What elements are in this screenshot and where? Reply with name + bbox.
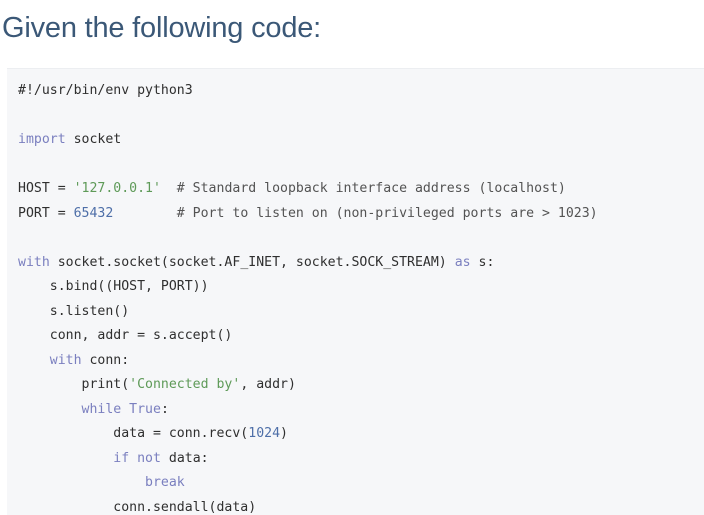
with-conn-target: conn: (81, 352, 130, 368)
if-condition: data: (160, 450, 209, 466)
with-keyword: with (18, 254, 50, 270)
code-line-blank (18, 153, 704, 178)
with-keyword: with (49, 352, 82, 368)
code-line-port: PORT = 65432 # Port to listen on (non-pr… (18, 202, 704, 227)
port-comment: # Port to listen on (non-privileged port… (113, 205, 598, 221)
indent (18, 353, 50, 368)
code-block: #!/usr/bin/env python3 import socket HOS… (7, 68, 704, 515)
code-line-with-conn: with conn: (18, 349, 704, 374)
print-call-start: print( (18, 377, 130, 392)
code-line-accept: conn, addr = s.accept() (18, 324, 704, 349)
code-line-while: while True: (18, 398, 704, 423)
code-line-sendall: conn.sendall(data) (18, 496, 704, 515)
listen-call: s.listen() (18, 303, 130, 319)
code-line-break: break (18, 471, 704, 496)
code-line-if: if not data: (18, 447, 704, 472)
if-keyword: if (113, 450, 130, 466)
shebang-text: #!/usr/bin/env python3 (18, 83, 193, 98)
indent (18, 475, 145, 490)
bind-call: s.bind((HOST, PORT)) (18, 279, 209, 294)
print-string: 'Connected by' (129, 377, 241, 392)
true-keyword: True (121, 401, 161, 417)
code-line-import: import socket (18, 128, 704, 153)
port-assign: PORT = (18, 205, 74, 221)
code-line-shebang: #!/usr/bin/env python3 (18, 79, 704, 104)
recv-call-end: ) (280, 426, 288, 441)
break-keyword: break (145, 475, 185, 490)
as-keyword: as (454, 254, 471, 270)
code-line-recv: data = conn.recv(1024) (18, 422, 704, 447)
code-line-listen: s.listen() (18, 300, 704, 325)
print-call-end: , addr) (240, 377, 296, 392)
code-line-with-socket: with socket.socket(socket.AF_INET, socke… (18, 251, 704, 276)
host-comment: # Standard loopback interface address (l… (160, 181, 566, 196)
page-heading: Given the following code: (2, 12, 322, 44)
code-line-blank (18, 104, 704, 129)
code-line-host: HOST = '127.0.0.1' # Standard loopback i… (18, 177, 704, 202)
recv-number: 1024 (248, 426, 281, 441)
code-line-bind: s.bind((HOST, PORT)) (18, 275, 704, 300)
host-string: '127.0.0.1' (73, 181, 161, 196)
import-keyword: import (18, 132, 66, 147)
indent (18, 402, 82, 417)
accept-call: conn, addr = s.accept() (18, 328, 233, 343)
not-keyword: not (129, 450, 161, 466)
port-number: 65432 (73, 205, 114, 221)
code-line-print: print('Connected by', addr) (18, 373, 704, 398)
socket-call: socket.socket(socket.AF_INET, socket.SOC… (49, 254, 455, 270)
while-colon: : (160, 401, 169, 417)
as-target: s: (470, 254, 495, 270)
while-keyword: while (81, 401, 122, 417)
import-module: socket (65, 132, 122, 147)
host-assign: HOST = (18, 181, 74, 196)
sendall-call: conn.sendall(data) (18, 499, 257, 515)
code-line-blank (18, 226, 704, 251)
indent (18, 451, 113, 466)
recv-call-start: data = conn.recv( (18, 426, 249, 441)
